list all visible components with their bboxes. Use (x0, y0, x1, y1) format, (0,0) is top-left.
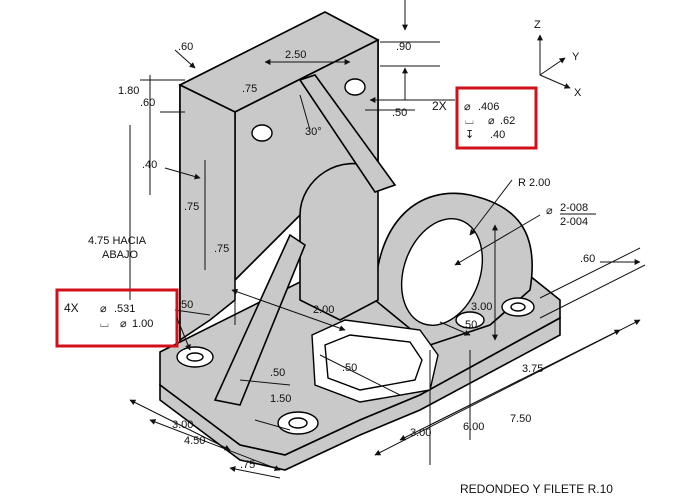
dim-050-rib: .50 (462, 319, 477, 331)
callout-top-line2: .62 (500, 115, 515, 127)
dim-050-left: .50 (178, 299, 193, 311)
diameter-icon: ⌀ (488, 115, 495, 127)
dim-050-bottom: .50 (270, 367, 285, 379)
callout-counterbore-top: 2X ⌀ .406 ⌴ ⌀ .62 ↧ .40 (432, 86, 538, 150)
dim-075-mid: .75 (184, 201, 199, 213)
dim-090: .90 (396, 41, 411, 53)
diameter-icon: ⌀ (100, 303, 107, 315)
dim-075-top: .75 (242, 83, 257, 95)
callout-top-line1: .406 (478, 101, 499, 113)
axes-triad: Z Y X (534, 19, 582, 99)
axis-z-label: Z (534, 19, 541, 31)
axis-x-label: X (574, 87, 582, 99)
bore-tolerance-line2: 2-004 (560, 216, 588, 228)
dim-450: 4.50 (184, 435, 205, 447)
dim-750: 7.50 (510, 413, 531, 425)
callout-left-count: 4X (64, 301, 79, 315)
counterbore-icon: ⌴ (100, 318, 109, 330)
dim-375: 3.75 (522, 363, 543, 375)
dim-040: .40 (142, 159, 157, 171)
dim-060-right: .60 (580, 253, 595, 265)
dim-300-right: 3.00 (471, 301, 492, 313)
dim-050-right: .50 (392, 107, 407, 119)
callout-top-count: 2X (432, 99, 447, 113)
callout-left-line2: 1.00 (132, 318, 153, 330)
dim-r200: R 2.00 (518, 177, 550, 189)
dim-030: 30° (305, 126, 322, 138)
bore-tolerance-line1: 2-008 (560, 202, 588, 214)
dim-250: 2.50 (285, 49, 306, 61)
dim-060-top: .60 (178, 41, 193, 53)
depth-icon: ↧ (465, 129, 474, 141)
counterbore-icon: ⌴ (465, 115, 474, 127)
callout-counterbore-left: 4X ⌀ .531 ⌴ ⌀ 1.00 (55, 288, 191, 351)
dim-180: 1.80 (118, 85, 139, 97)
dim-060-left: .60 (140, 97, 155, 109)
dim-600: 6.00 (463, 421, 484, 433)
diameter-icon: ⌀ (464, 101, 471, 113)
callout-top-highlight-box (455, 86, 538, 150)
dim-075-low: .75 (214, 243, 229, 255)
dim-300-bottom: 3.00 (172, 419, 193, 431)
diameter-icon: ⌀ (120, 318, 127, 330)
bore-diameter-symbol: ⌀ (546, 205, 553, 217)
dimension-labels: .60 2.50 .90 1.80 .60 .75 .50 30° .40 .7… (88, 41, 596, 471)
dimension-lines (129, 0, 646, 479)
dim-475-line2: ABAJO (102, 249, 139, 261)
dim-050-slot: .50 (342, 362, 357, 374)
callout-top-line3: .40 (490, 129, 505, 141)
dim-475-line1: 4.75 HACIA (88, 235, 147, 247)
callout-left-highlight-box (55, 288, 179, 348)
callout-left-line1: .531 (114, 303, 135, 315)
dim-300-lower: 3.00 (410, 427, 431, 439)
dim-150: 1.50 (270, 393, 291, 405)
axis-y-label: Y (572, 51, 580, 63)
part-body (159, 11, 561, 471)
dim-200: 2.00 (313, 304, 334, 316)
footer-note: REDONDEO Y FILETE R.10 (460, 482, 613, 496)
dim-075-bottom: .75 (240, 459, 255, 471)
